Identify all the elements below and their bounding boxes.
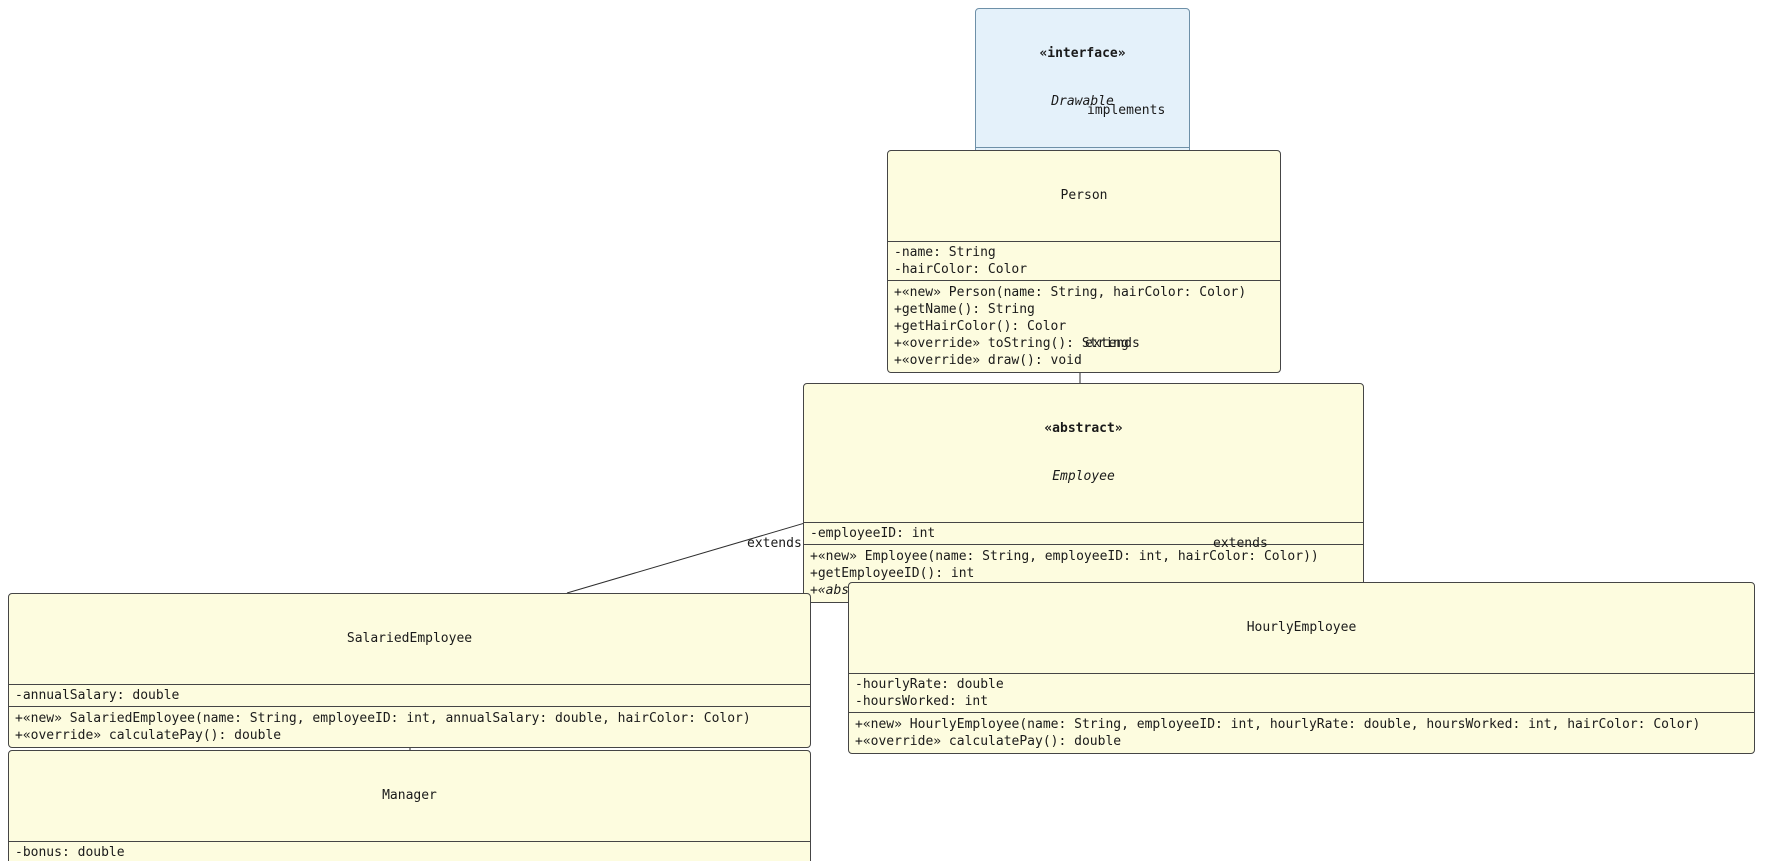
class-name-hourly-employee: HourlyEmployee [1246, 620, 1357, 635]
class-box-manager: Manager -bonus: double +Manager(name: St… [8, 750, 811, 861]
method: +«override» calculatePay(): double [15, 728, 282, 743]
inheritance-edge-salaried-employee [566, 510, 846, 594]
attributes-manager: -bonus: double [9, 842, 810, 861]
class-name-manager: Manager [382, 788, 437, 803]
stereotype-abstract: «abstract» [1044, 421, 1123, 436]
attributes-hourly-employee: -hourlyRate: double -hoursWorked: int [849, 674, 1754, 713]
edge-label-implements: implements [1087, 103, 1166, 118]
method: +getEmployeeID(): int [810, 566, 975, 581]
method: +«override» toString(): String [894, 336, 1129, 351]
class-box-employee: «abstract» Employee -employeeID: int +«n… [803, 383, 1364, 603]
edge-label-extends-hourly: extends [1213, 536, 1268, 551]
class-name-employee: Employee [1052, 469, 1115, 484]
attributes-salaried-employee: -annualSalary: double [9, 685, 810, 707]
class-name-salaried-employee: SalariedEmployee [346, 631, 473, 646]
method: +getHairColor(): Color [894, 319, 1067, 334]
class-name-drawable: Drawable [1051, 94, 1114, 109]
attributes-person: -name: String -hairColor: Color [888, 242, 1280, 281]
method: +«override» calculatePay(): double [855, 734, 1122, 749]
attribute: -hairColor: Color [894, 262, 1028, 277]
attribute: -employeeID: int [810, 526, 936, 541]
class-header-drawable: «interface» Drawable [976, 9, 1189, 148]
attribute: -hoursWorked: int [855, 694, 989, 709]
class-header-salaried-employee: SalariedEmployee [9, 594, 810, 685]
class-box-drawable: «interface» Drawable +«abstract» draw():… [975, 8, 1190, 172]
class-box-salaried-employee: SalariedEmployee -annualSalary: double +… [8, 593, 811, 748]
methods-salaried-employee: +«new» SalariedEmployee(name: String, em… [9, 707, 810, 747]
method: +«new» HourlyEmployee(name: String, empl… [855, 717, 1701, 732]
edge-label-extends-salaried: extends [747, 536, 802, 551]
class-header-hourly-employee: HourlyEmployee [849, 583, 1754, 674]
attribute: -hourlyRate: double [855, 677, 1004, 692]
class-box-hourly-employee: HourlyEmployee -hourlyRate: double -hour… [848, 582, 1755, 754]
class-header-employee: «abstract» Employee [804, 384, 1363, 523]
class-name-person: Person [1060, 188, 1108, 203]
methods-person: +«new» Person(name: String, hairColor: C… [888, 281, 1280, 372]
method: +getName(): String [894, 302, 1035, 317]
method: +«new» Person(name: String, hairColor: C… [894, 285, 1247, 300]
attribute: -annualSalary: double [15, 688, 180, 703]
stereotype-interface: «interface» [1039, 46, 1126, 61]
class-header-person: Person [888, 151, 1280, 242]
method: +«new» SalariedEmployee(name: String, em… [15, 711, 751, 726]
edge-label-extends-employee-person: extends [1085, 336, 1140, 351]
attributes-employee: -employeeID: int [804, 523, 1363, 545]
attribute: -bonus: double [15, 845, 125, 860]
class-header-manager: Manager [9, 751, 810, 842]
attribute: -name: String [894, 245, 996, 260]
method: +«new» Employee(name: String, employeeID… [810, 549, 1319, 564]
class-box-person: Person -name: String -hairColor: Color +… [887, 150, 1281, 373]
method: +«override» draw(): void [894, 353, 1082, 368]
methods-hourly-employee: +«new» HourlyEmployee(name: String, empl… [849, 713, 1754, 753]
